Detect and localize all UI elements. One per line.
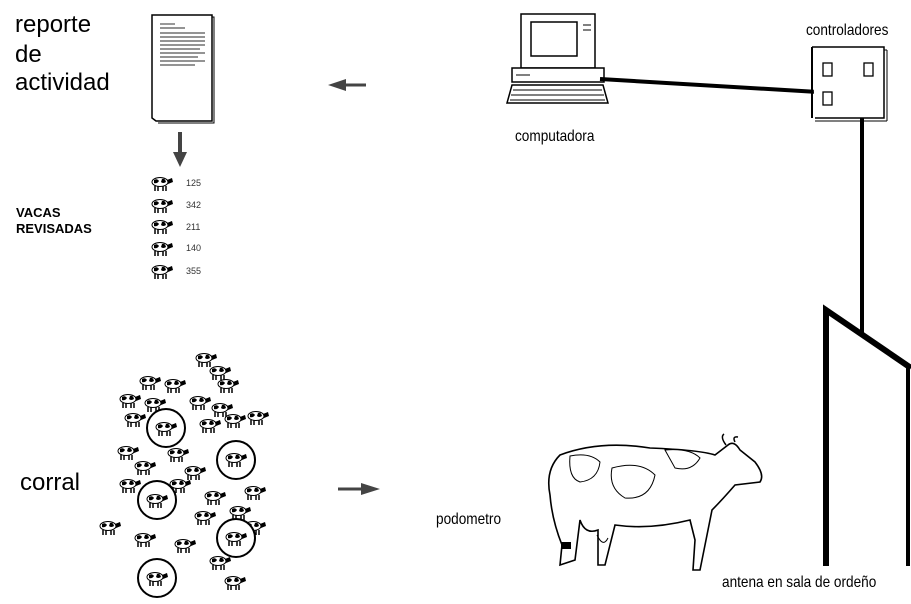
corral-label: corral bbox=[20, 469, 81, 496]
controllers-label: controladores bbox=[806, 22, 889, 39]
report-document-icon bbox=[151, 14, 215, 124]
cows-checked-line1: VACAS bbox=[16, 205, 61, 220]
herd-icon bbox=[99, 352, 270, 598]
report-label-line1: reporte bbox=[15, 11, 92, 38]
checked-cow-icons bbox=[151, 176, 174, 280]
arrow-right-icon bbox=[338, 483, 380, 495]
cows-checked-line2: REVISADAS bbox=[16, 221, 92, 236]
cow-id-4: 140 bbox=[186, 243, 202, 253]
arrow-left-icon bbox=[328, 79, 366, 91]
controllers-box-icon bbox=[811, 46, 888, 122]
cow-id-2: 342 bbox=[186, 200, 202, 210]
arrow-down-icon bbox=[173, 132, 187, 167]
cow-id-5: 355 bbox=[186, 266, 202, 276]
cow-id-3: 211 bbox=[186, 222, 201, 232]
report-label-line3: actividad bbox=[15, 69, 110, 96]
antenna-icon bbox=[823, 304, 911, 566]
cow-id-1: 125 bbox=[186, 178, 202, 188]
antenna-label: antena en sala de ordeño bbox=[722, 574, 877, 591]
computer-icon bbox=[506, 13, 609, 104]
cable-line bbox=[599, 77, 819, 94]
cow-with-pedometer-icon bbox=[547, 433, 763, 571]
pedometer-label: podometro bbox=[436, 511, 502, 528]
report-label-line2: de bbox=[15, 41, 42, 68]
computer-label: computadora bbox=[515, 128, 595, 145]
